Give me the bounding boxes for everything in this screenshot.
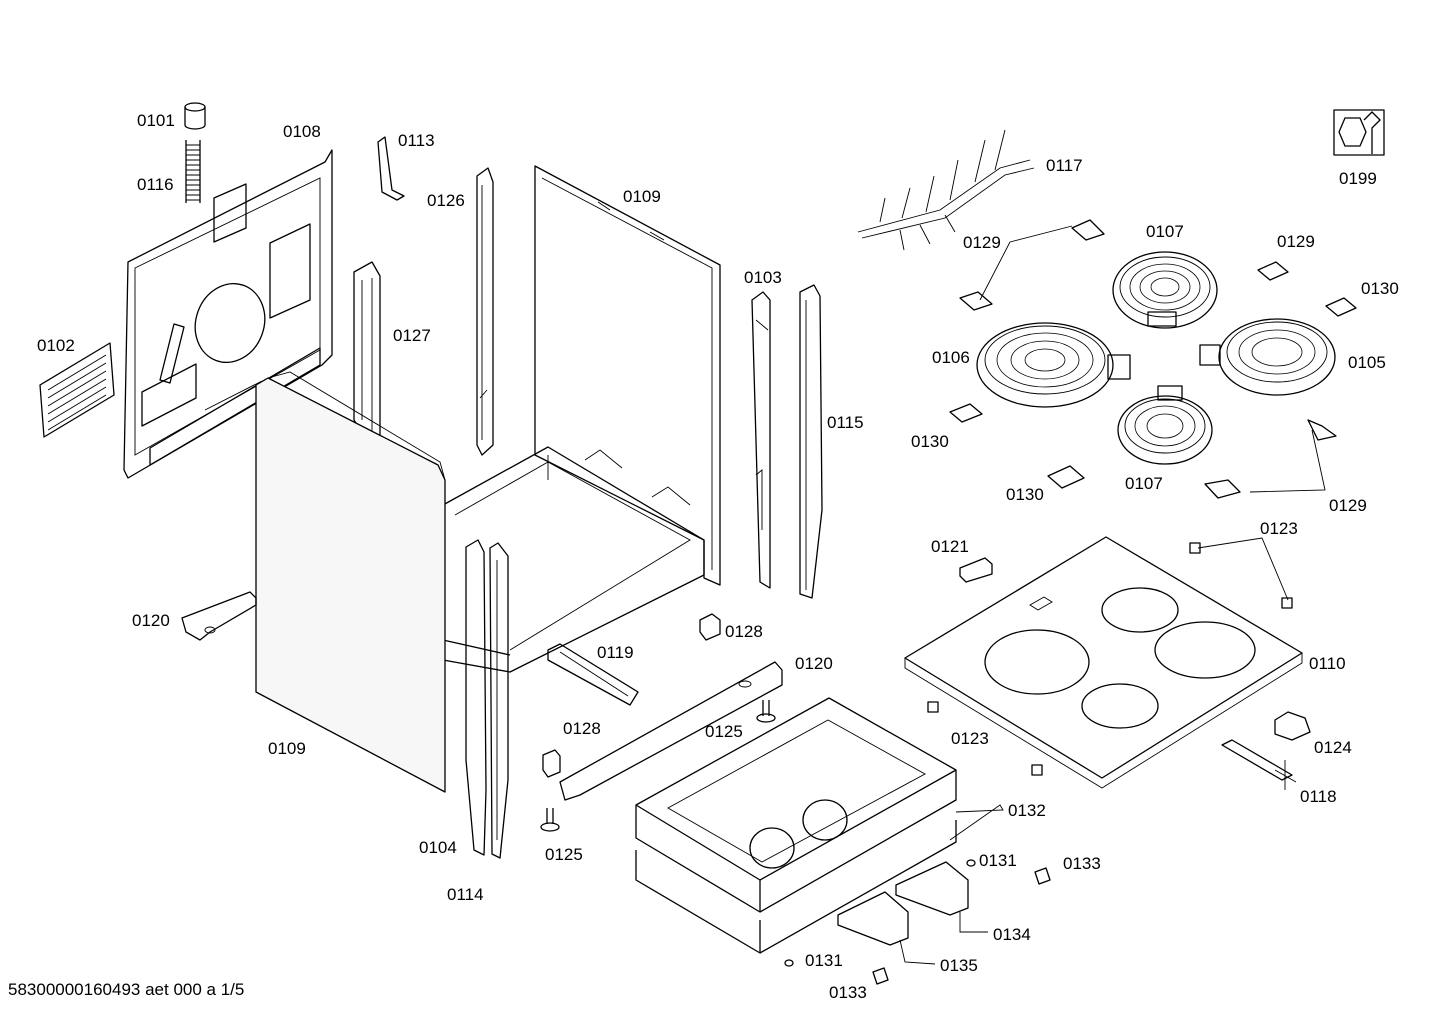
part-0134-stand[interactable] — [895, 861, 969, 916]
part-0105-hob-element-right[interactable] — [1199, 318, 1336, 396]
part-0135-stand[interactable] — [837, 891, 909, 946]
label-0130: 0130 — [1361, 279, 1399, 298]
part-0116-hose[interactable] — [185, 140, 201, 203]
part-0127-rail[interactable] — [353, 261, 381, 449]
label-0123: 0123 — [1260, 519, 1298, 538]
part-0108-back-panel[interactable] — [123, 149, 333, 479]
part-0129-clip-4[interactable] — [1204, 479, 1241, 499]
label-0133: 0133 — [829, 983, 867, 1002]
label-0133: 0133 — [1063, 854, 1101, 873]
part-0130-clip-1[interactable] — [1325, 297, 1357, 317]
label-0104: 0104 — [419, 838, 457, 857]
label-0129: 0129 — [963, 233, 1001, 252]
label-0101: 0101 — [137, 111, 175, 130]
part-0107-hob-element-bottom[interactable] — [1117, 385, 1213, 465]
part-0131-nut-a[interactable] — [966, 859, 976, 867]
part-0119-rail[interactable] — [547, 643, 639, 706]
part-0132-plinth[interactable] — [635, 820, 957, 954]
part-0109-side-panel-front[interactable] — [255, 371, 446, 793]
part-0120-bracket-right[interactable] — [559, 661, 783, 801]
part-0128-clip-a[interactable] — [699, 613, 721, 641]
label-0199: 0199 — [1339, 169, 1377, 188]
label-0128: 0128 — [725, 622, 763, 641]
label-0134: 0134 — [993, 925, 1031, 944]
label-0126: 0126 — [427, 191, 465, 210]
part-0126-rail[interactable] — [476, 167, 494, 456]
label-0131: 0131 — [805, 951, 843, 970]
label-0132: 0132 — [1008, 801, 1046, 820]
label-0121: 0121 — [931, 537, 969, 556]
part-0117-wire-harness[interactable] — [857, 129, 1035, 251]
label-0135: 0135 — [940, 956, 978, 975]
part-0130-clip-3[interactable] — [1047, 465, 1085, 489]
part-0115-rail[interactable] — [799, 284, 823, 599]
wrench-icon — [1333, 109, 1385, 156]
part-0107-hob-element-top[interactable] — [1112, 251, 1218, 329]
label-0102: 0102 — [37, 336, 75, 355]
part-0121-connector[interactable] — [959, 557, 993, 583]
part-0123-spacer-2[interactable] — [1281, 597, 1293, 609]
part-0123-spacer-3[interactable] — [927, 701, 939, 713]
label-0113: 0113 — [398, 131, 435, 150]
label-0110: 0110 — [1309, 654, 1346, 673]
part-0109-side-panel-back[interactable] — [534, 165, 721, 586]
label-0124: 0124 — [1314, 738, 1352, 757]
label-0107: 0107 — [1146, 222, 1184, 241]
part-0103-rail[interactable] — [751, 291, 771, 589]
label-0103: 0103 — [744, 268, 782, 287]
leader-lines — [899, 225, 1326, 965]
label-0125: 0125 — [545, 845, 583, 864]
label-0123: 0123 — [951, 729, 989, 748]
label-0117: 0117 — [1046, 156, 1083, 175]
label-0127: 0127 — [393, 326, 431, 345]
label-0114: 0114 — [447, 885, 484, 904]
part-0101-cap[interactable] — [184, 102, 206, 130]
part-0130-clip-2[interactable] — [949, 403, 983, 423]
label-0115: 0115 — [827, 413, 864, 432]
label-0130: 0130 — [911, 432, 949, 451]
part-0133-screw-a[interactable] — [1034, 867, 1051, 885]
part-0129-clip-1[interactable] — [1071, 219, 1105, 241]
part-labels: 0101 0116 0108 0113 0126 0109 0102 0127 … — [37, 111, 1399, 1002]
part-0132-base-frame[interactable] — [635, 697, 957, 913]
document-id: 58300000160493 aet 000 a 1/5 — [8, 980, 245, 999]
label-0129: 0129 — [1329, 496, 1367, 515]
label-0131: 0131 — [979, 851, 1017, 870]
part-0106-hob-element-large[interactable] — [976, 322, 1131, 408]
part-0114-strip[interactable] — [489, 542, 509, 859]
label-0108: 0108 — [283, 122, 321, 141]
label-0120: 0120 — [132, 611, 170, 630]
part-0124-switch[interactable] — [1274, 711, 1311, 741]
part-0102-grille[interactable] — [39, 342, 115, 438]
part-0129-clip-2[interactable] — [959, 291, 993, 311]
part-0131-nut-b[interactable] — [784, 959, 794, 967]
label-0109: 0109 — [268, 739, 306, 758]
label-0120: 0120 — [795, 654, 833, 673]
part-0123-spacer-4[interactable] — [1031, 764, 1043, 776]
label-0109: 0109 — [623, 187, 661, 206]
label-0119: 0119 — [597, 643, 634, 662]
label-0125: 0125 — [705, 722, 743, 741]
label-0129: 0129 — [1277, 232, 1315, 251]
label-0128: 0128 — [563, 719, 601, 738]
label-0116: 0116 — [137, 175, 174, 194]
part-0133-screw-b[interactable] — [872, 967, 889, 985]
oven-cavity-frame — [442, 446, 705, 673]
label-0106: 0106 — [932, 348, 970, 367]
part-0113-bracket[interactable] — [377, 136, 405, 201]
part-0125-foot-a[interactable] — [756, 700, 776, 723]
part-0129-clip-3[interactable] — [1257, 261, 1289, 281]
label-0130: 0130 — [1006, 485, 1044, 504]
label-0107: 0107 — [1125, 474, 1163, 493]
part-0129-clip-5[interactable] — [1307, 419, 1337, 441]
label-0105: 0105 — [1348, 353, 1386, 372]
part-0125-foot-b[interactable] — [540, 808, 560, 832]
part-0110-glass-cooktop[interactable] — [904, 536, 1303, 789]
part-0118-terminal-block[interactable] — [1221, 739, 1297, 790]
label-0118: 0118 — [1300, 787, 1337, 806]
part-0104-strip[interactable] — [465, 539, 487, 856]
part-0128-clip-b[interactable] — [542, 749, 561, 778]
part-0120-bracket-left[interactable] — [181, 591, 257, 641]
